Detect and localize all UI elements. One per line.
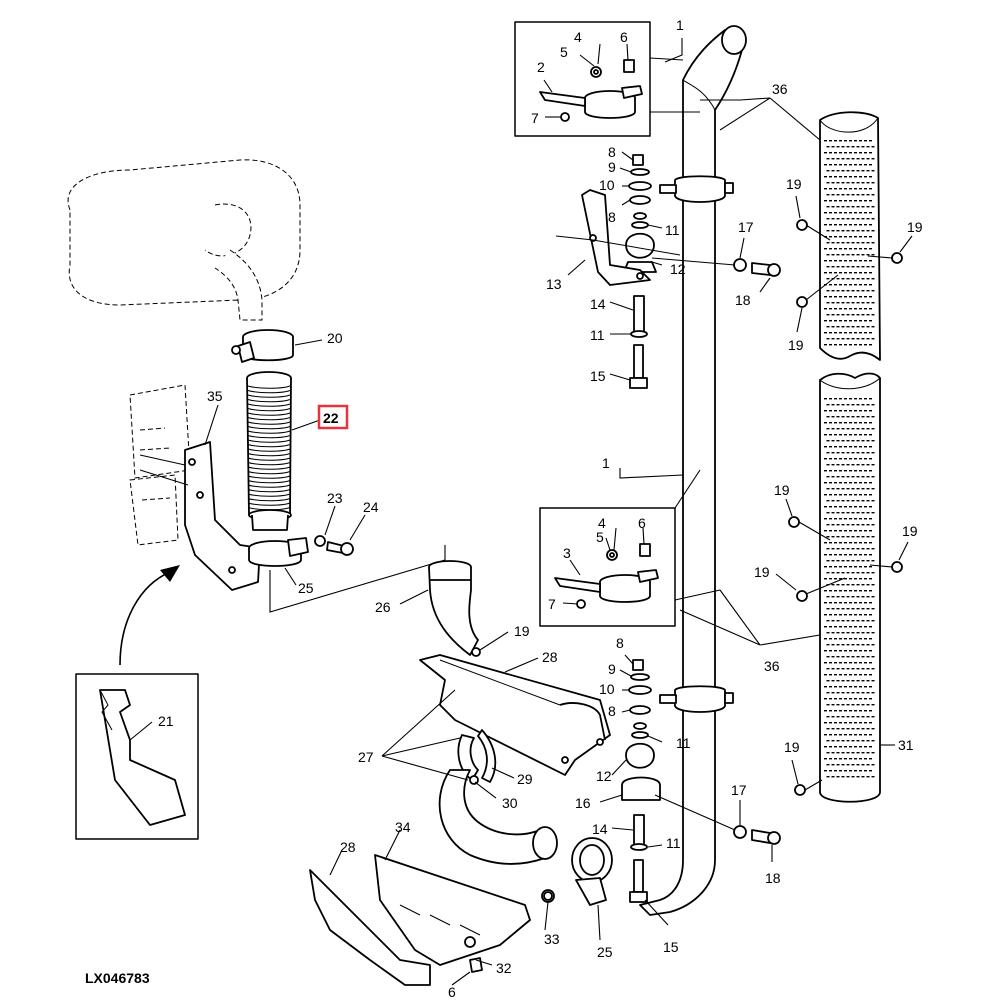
callout-20: 20 xyxy=(327,330,343,346)
callout-36: 36 xyxy=(772,81,788,97)
callout-2: 2 xyxy=(537,59,545,75)
guard-31-upper xyxy=(819,111,881,361)
callout-27: 27 xyxy=(358,749,374,765)
callout-7: 7 xyxy=(531,110,539,126)
guard-screws-19 xyxy=(471,219,903,901)
callout-15: 15 xyxy=(590,368,606,384)
engine-ghost xyxy=(129,384,191,546)
callout-10: 10 xyxy=(599,681,615,697)
callout-11: 11 xyxy=(666,835,681,851)
callout-19: 19 xyxy=(774,482,790,498)
callout-5: 5 xyxy=(560,44,568,60)
callout-13: 13 xyxy=(546,276,562,292)
callout-19: 19 xyxy=(754,564,770,580)
leader-lines xyxy=(129,38,913,986)
callout-31: 31 xyxy=(898,737,914,753)
callout-19: 19 xyxy=(902,523,918,539)
callout-8: 8 xyxy=(608,144,616,160)
callout-30: 30 xyxy=(502,795,518,811)
callout-11: 11 xyxy=(665,222,680,238)
callout-22-highlight xyxy=(317,404,349,430)
callout-14: 14 xyxy=(592,821,608,837)
callout-9: 9 xyxy=(608,661,616,677)
callout-34: 34 xyxy=(395,819,411,835)
callout-10: 10 xyxy=(599,177,615,193)
callout-labels: 1 1 2 3 4 4 5 5 6 6 7 7 8 8 8 8 9 9 10 1… xyxy=(158,17,923,1000)
callout-8: 8 xyxy=(616,635,624,651)
bolt-17-18-upper xyxy=(651,257,781,277)
callout-1: 1 xyxy=(676,17,684,33)
lower-pipe xyxy=(438,769,558,865)
callout-12: 12 xyxy=(596,768,612,784)
figure-code: LX046783 xyxy=(85,970,150,986)
bracket-35 xyxy=(139,441,261,591)
callout-19: 19 xyxy=(784,739,800,755)
callout-9: 9 xyxy=(608,159,616,175)
clamp-25-upper xyxy=(248,537,309,567)
pipe-clamp-lower xyxy=(659,685,734,713)
callout-19: 19 xyxy=(514,623,530,639)
callout-11: 11 xyxy=(590,327,605,343)
isolator-stack-upper xyxy=(623,154,657,389)
callout-4: 4 xyxy=(574,29,582,45)
callout-6: 6 xyxy=(638,515,646,531)
callout-4: 4 xyxy=(598,515,606,531)
callout-25: 25 xyxy=(597,944,613,960)
callout-7: 7 xyxy=(548,596,556,612)
bolt-17-18-lower xyxy=(654,794,781,845)
callout-32: 32 xyxy=(496,960,512,976)
inset-box-top xyxy=(514,21,651,137)
callout-14: 14 xyxy=(590,296,606,312)
callout-17: 17 xyxy=(738,219,754,235)
clamp-20 xyxy=(231,329,294,363)
callout-3: 3 xyxy=(563,545,571,561)
callout-11: 11 xyxy=(676,735,691,751)
muffler-ghost xyxy=(67,159,301,321)
callout-19: 19 xyxy=(788,337,804,353)
heat-shield-28-upper xyxy=(419,654,611,776)
callout-23: 23 xyxy=(327,490,343,506)
inset-box-21 xyxy=(75,673,199,840)
callout-8: 8 xyxy=(608,209,616,225)
callout-35: 35 xyxy=(207,388,223,404)
callout-36: 36 xyxy=(764,658,780,674)
bolt-23-24 xyxy=(314,535,354,556)
bracket-13 xyxy=(555,189,681,286)
callout-25: 25 xyxy=(298,580,314,596)
callout-12: 12 xyxy=(670,261,686,277)
heat-shield-28-lower xyxy=(309,854,531,986)
callout-16: 16 xyxy=(575,795,591,811)
callout-15: 15 xyxy=(663,939,679,955)
callout-21: 21 xyxy=(158,713,174,729)
isolator-stack-lower xyxy=(621,659,661,903)
exhaust-pipe-1 xyxy=(639,25,747,916)
pipe-clamp-upper xyxy=(659,175,734,203)
callout-6: 6 xyxy=(448,984,456,1000)
callout-24: 24 xyxy=(363,499,379,515)
callout-28: 28 xyxy=(542,649,558,665)
elbow-26 xyxy=(428,560,479,656)
guard-31-lower xyxy=(819,372,881,803)
callout-26: 26 xyxy=(375,599,391,615)
inset-box-mid xyxy=(539,507,676,627)
callout-6: 6 xyxy=(620,29,628,45)
callout-8: 8 xyxy=(608,703,616,719)
callout-29: 29 xyxy=(517,771,533,787)
callout-19: 19 xyxy=(786,176,802,192)
clamp-25-lower xyxy=(571,837,613,906)
callout-19: 19 xyxy=(907,219,923,235)
inset-arrow xyxy=(119,571,171,666)
callout-18: 18 xyxy=(735,292,751,308)
hanger-29 xyxy=(457,729,497,785)
callout-22: 22 xyxy=(323,410,339,426)
callout-1: 1 xyxy=(602,455,610,471)
callout-33: 33 xyxy=(544,931,560,947)
flex-tube-22 xyxy=(246,371,292,531)
callout-5: 5 xyxy=(596,529,604,545)
callout-18: 18 xyxy=(765,870,781,886)
callout-17: 17 xyxy=(731,782,747,798)
callout-28: 28 xyxy=(340,839,356,855)
